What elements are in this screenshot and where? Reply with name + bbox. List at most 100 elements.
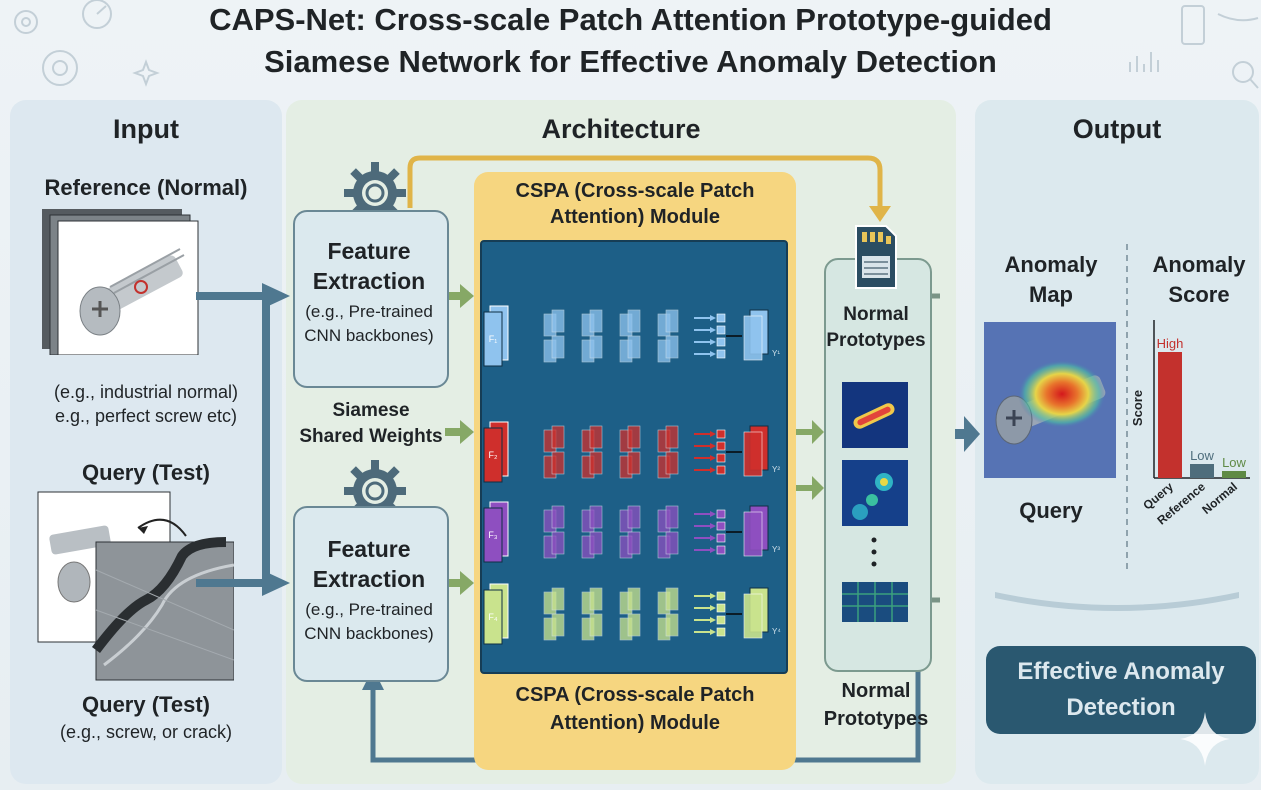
token	[716, 465, 726, 475]
fe-bottom-caption-1: (e.g., Pre-trained	[305, 600, 433, 619]
token	[716, 521, 726, 531]
patch	[627, 531, 641, 555]
feature-block	[483, 589, 503, 645]
query-image-stack	[37, 491, 234, 681]
arrow-head	[710, 593, 716, 599]
arrow-head	[710, 547, 716, 553]
patch	[551, 309, 565, 333]
query-label-top: Query (Test)	[82, 460, 210, 485]
anomaly-score-title-1: Anomaly	[1152, 252, 1246, 277]
anomaly-map-title-1: Anomaly	[1004, 252, 1098, 277]
token	[716, 441, 726, 451]
arrow-head	[710, 315, 716, 321]
patch	[665, 335, 679, 359]
arrow-head	[460, 420, 474, 444]
token	[716, 533, 726, 543]
anomaly-map-caption: Query	[1019, 498, 1083, 523]
patch	[551, 587, 565, 611]
score-bar-label: High	[1157, 336, 1184, 351]
patch	[551, 531, 565, 555]
feature-block	[483, 507, 503, 563]
token	[716, 429, 726, 439]
arrow-head	[460, 284, 474, 308]
arrow-head	[710, 467, 716, 473]
fe-top-title-2: Extraction	[312, 268, 426, 294]
architecture-heading: Architecture	[541, 114, 701, 144]
gauge-icon	[82, 0, 112, 29]
score-bar-label: Low	[1190, 448, 1214, 463]
sparkle-icon	[1180, 712, 1230, 766]
token	[716, 509, 726, 519]
feature-label: F₁	[489, 334, 498, 344]
arrow-head	[710, 455, 716, 461]
arrow-head	[262, 283, 290, 309]
fe-top-caption-2: CNN backbones)	[304, 326, 434, 345]
patch	[665, 425, 679, 449]
patch	[627, 505, 641, 529]
output-block	[743, 511, 763, 557]
input-heading: Input	[113, 114, 179, 144]
prototype-thumbnails	[842, 382, 908, 622]
patch	[551, 451, 565, 475]
feature-extraction-top	[293, 210, 449, 388]
token	[716, 545, 726, 555]
patch	[589, 531, 603, 555]
patch	[665, 531, 679, 555]
patch	[589, 309, 603, 333]
prototypes-bottom-label-2: Prototypes	[823, 708, 929, 730]
token	[716, 349, 726, 359]
arrow-head	[710, 327, 716, 333]
patch	[665, 309, 679, 333]
patch	[627, 309, 641, 333]
patch	[627, 451, 641, 475]
cspa-title-bottom-2: Attention) Module	[550, 712, 720, 734]
down-chevron-icon	[995, 592, 1239, 611]
anomaly-score-title-2: Score	[1168, 282, 1230, 307]
cspa-title-bottom-1: CSPA (Cross-scale Patch	[515, 684, 755, 706]
feature-block	[483, 311, 503, 367]
divider	[1126, 244, 1128, 574]
siamese-label-2: Shared Weights	[299, 426, 443, 447]
prototypes-label-2: Prototypes	[826, 330, 926, 351]
query-label-bottom: Query (Test)	[82, 692, 210, 717]
arrow-head	[460, 571, 474, 595]
patch	[551, 505, 565, 529]
memory-card-icon	[1181, 5, 1205, 45]
fe-top-caption-1: (e.g., Pre-trained	[305, 302, 433, 321]
patch	[627, 613, 641, 637]
query-crack-image	[95, 541, 234, 681]
patch	[665, 613, 679, 637]
prototype-update-arrow	[407, 155, 883, 210]
token	[716, 603, 726, 613]
token	[716, 453, 726, 463]
anomaly-map-image	[984, 322, 1116, 478]
patch	[627, 425, 641, 449]
memory-card-icon	[855, 225, 897, 289]
fe-bottom-title-2: Extraction	[312, 566, 426, 592]
arrow-head	[710, 511, 716, 517]
patch	[665, 587, 679, 611]
screw-icon	[79, 248, 185, 336]
background-icons	[14, 0, 1259, 89]
reference-label: Reference (Normal)	[44, 175, 248, 200]
output-label: Y²	[772, 465, 780, 474]
arrow-head	[710, 523, 716, 529]
page-title-line-2: Siamese Network for Effective Anomaly De…	[264, 44, 997, 79]
prototypes-bottom-label-1: Normal	[841, 680, 911, 702]
patch	[665, 505, 679, 529]
query-caption: (e.g., screw, or crack)	[59, 722, 233, 742]
input-connector	[196, 292, 280, 587]
bar-chart-icon	[1129, 52, 1159, 72]
arrow-head	[710, 431, 716, 437]
token	[716, 627, 726, 637]
arrow-head	[710, 443, 716, 449]
magnifier-icon	[1232, 61, 1254, 83]
feature-label: F₄	[488, 612, 497, 622]
cspa-title-top-1: CSPA (Cross-scale Patch	[515, 180, 755, 202]
score-bar-normal	[1222, 471, 1246, 478]
reference-caption-1: (e.g., industrial normal)	[53, 382, 239, 402]
token	[716, 615, 726, 625]
patch	[589, 613, 603, 637]
score-bar-reference	[1190, 464, 1214, 478]
